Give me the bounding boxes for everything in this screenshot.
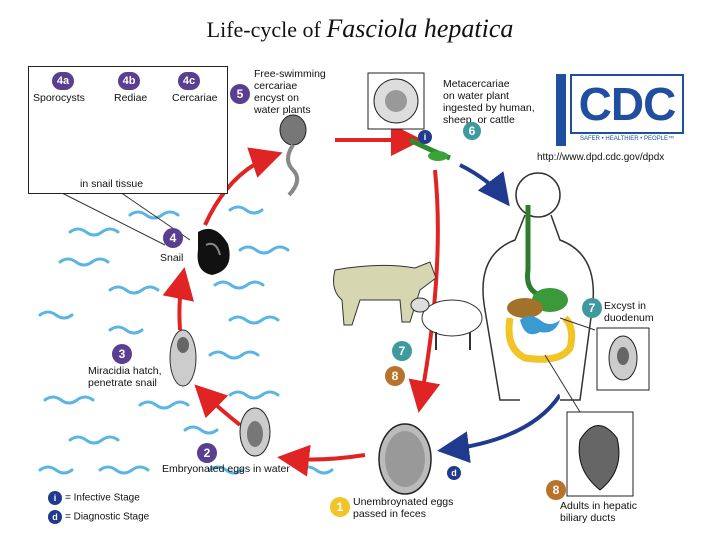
stage-4c-badge: 4c	[178, 72, 200, 90]
water-waves	[38, 205, 334, 475]
stage-3-line1: Miracidia hatch,	[88, 365, 162, 377]
legend-diagnostic-text: = Diagnostic Stage	[65, 511, 150, 523]
title-prefix: Life-cycle of	[206, 17, 321, 42]
stage-5-line4: water plants	[254, 104, 311, 116]
stage-7-line2: duodenum	[604, 312, 654, 324]
stage-1-label: Unembroynated eggs passed in feces	[353, 496, 453, 520]
diagnostic-legend-icon: d	[48, 510, 62, 524]
stage-8-line2: biliary ducts	[560, 512, 616, 524]
metacercaria-drawing	[367, 72, 451, 161]
stage-5-label: Free-swimming cercariae encyst on water …	[254, 68, 326, 116]
stage-2-badge: 2	[197, 443, 217, 463]
stage-6-line2: on water plant	[443, 90, 509, 102]
embryonated-egg-drawing	[239, 407, 271, 457]
title-species: Fasciola hepatica	[326, 14, 514, 43]
excyst-inset	[559, 317, 650, 391]
stage-4b-label: Rediae	[114, 92, 148, 104]
stage-5-line3: encyst on	[254, 92, 299, 104]
cdc-url: http://www.dpd.cdc.gov/dpdx	[537, 152, 665, 163]
stage-3-line2: penetrate snail	[88, 377, 157, 389]
blue-human-arrows	[437, 163, 562, 464]
cdc-tagline: SAFER • HEALTHIER • PEOPLE™	[579, 136, 675, 142]
legend-diagnostic: d= Diagnostic Stage	[48, 510, 149, 524]
stage-6-label: Metacercariae on water plant ingested by…	[443, 78, 535, 126]
stage-7-label: Excyst in duodenum	[604, 300, 654, 324]
stage-6-line3: ingested by human,	[443, 102, 535, 114]
cdc-logo-text: CDC	[578, 78, 677, 130]
stage-4-label: Snail	[160, 252, 184, 264]
cdc-logo: CDC SAFER • HEALTHIER • PEOPLE™	[556, 74, 684, 146]
stage-5-badge: 5	[230, 84, 250, 104]
stage-1-line1: Unembroynated eggs	[353, 496, 454, 508]
stage-6-badge: 6	[463, 122, 481, 140]
stage-3-badge: 3	[112, 344, 132, 364]
digestive-organs	[505, 205, 576, 363]
stage-4b-badge: 4b	[118, 72, 140, 90]
stage-1-line2: passed in feces	[353, 508, 426, 520]
stage-4a-badge: 4a	[52, 72, 74, 90]
stage-7-line1: Excyst in	[604, 300, 647, 312]
stage-8-badge: 8	[546, 480, 566, 500]
page-title: Life-cycle of Fasciola hepatica	[0, 14, 720, 44]
stage-4-badge: 4	[163, 228, 183, 248]
stage-6-line1: Metacercariae	[443, 78, 510, 90]
stage-8-line1: Adults in hepatic	[560, 500, 638, 512]
human-figure	[482, 172, 595, 401]
red-cycle-arrows	[94, 124, 441, 477]
legend-infective-text: = Infective Stage	[65, 492, 140, 504]
sheep-drawing	[410, 297, 483, 350]
stage-4c-label: Cercariae	[172, 92, 218, 104]
stage-6-line4: sheep, or cattle	[443, 114, 515, 126]
stage-1-badge: 1	[330, 497, 350, 517]
stage-8-animal-badge: 8	[385, 366, 405, 386]
stage-5-line1: Free-swimming	[254, 68, 326, 80]
stage-4a-label: Sporocysts	[33, 92, 85, 104]
adult-fluke-inset	[544, 354, 634, 497]
stage-7-animal-badge: 7	[392, 341, 412, 361]
snail-tissue-label: in snail tissue	[80, 178, 144, 190]
stage-5-line2: cercariae	[254, 80, 298, 92]
snail-drawing	[197, 228, 230, 275]
miracidium-drawing	[169, 329, 197, 387]
free-cercaria-drawing	[279, 114, 307, 197]
diagnostic-stage-marker: d	[447, 466, 461, 480]
unembryonated-egg-drawing	[378, 423, 432, 495]
stage-2-label: Embryonated eggs in water	[162, 463, 290, 475]
infective-stage-marker: i	[418, 130, 432, 144]
infective-legend-icon: i	[48, 491, 62, 505]
legend-infective: i= Infective Stage	[48, 491, 140, 505]
cattle-drawing	[333, 261, 437, 326]
stage-8-label: Adults in hepatic biliary ducts	[560, 500, 637, 524]
stage-3-label: Miracidia hatch, penetrate snail	[88, 365, 162, 389]
stage-7-badge: 7	[582, 298, 602, 318]
